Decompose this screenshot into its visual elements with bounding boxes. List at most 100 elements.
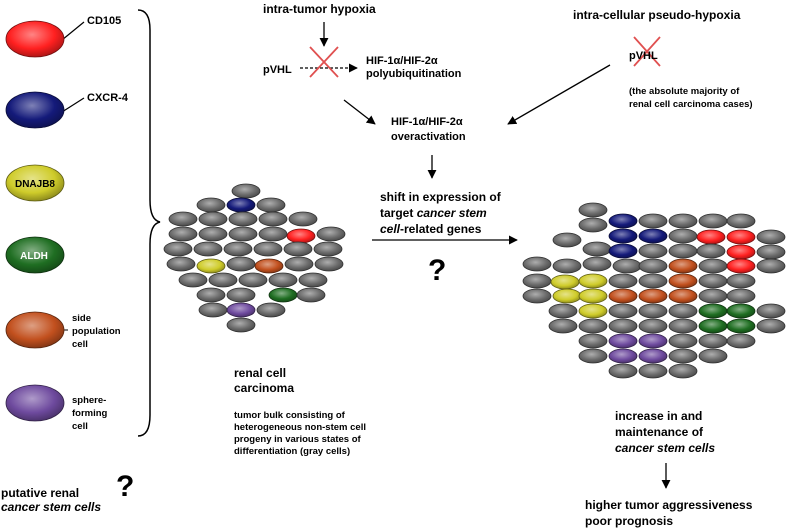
left-tumor-title-line1: renal cell: [234, 366, 287, 380]
green-stem-cell: [268, 287, 298, 303]
gray-cell: [668, 333, 698, 349]
gray-cell: [196, 197, 226, 213]
gray-cell: [168, 226, 198, 242]
right-tumor-line3: cancer stem cells: [615, 441, 716, 455]
orange-stem-cell: [608, 288, 638, 304]
legend-label-cd105: CD105: [87, 15, 122, 27]
gray-cell: [313, 241, 343, 257]
pseudo-hypoxia-label: intra-cellular pseudo-hypoxia: [573, 8, 741, 22]
gray-cell: [552, 258, 582, 274]
gray-cell: [608, 303, 638, 319]
orange-stem-cell: [668, 273, 698, 289]
gray-cell: [668, 243, 698, 259]
gray-cell: [638, 363, 668, 379]
red-stem-cell: [726, 244, 756, 260]
yellow-stem-cell: [196, 258, 226, 274]
legend-caption-line2: cancer stem cells: [1, 500, 102, 514]
purple-stem-cell: [608, 348, 638, 364]
gray-cell: [726, 213, 756, 229]
gray-cell: [756, 244, 786, 260]
left-tumor-desc-line1: tumor bulk consisting of: [234, 410, 345, 421]
shift-line3: cell-related genes: [380, 222, 481, 236]
legend-oval-cd105: [5, 20, 65, 58]
gray-cell: [231, 183, 261, 199]
polyubiquitination-line2: polyubiquitination: [366, 68, 462, 80]
green-stem-cell: [698, 318, 728, 334]
gray-cell: [582, 241, 612, 257]
leader-line-cd105: [61, 21, 85, 41]
gray-cell: [314, 256, 344, 272]
blue-stem-cell: [608, 213, 638, 229]
left-tumor-title-line2: carcinoma: [234, 381, 295, 395]
gray-cell: [198, 226, 228, 242]
yellow-stem-cell: [578, 303, 608, 319]
legend-label-cxcr4: CXCR-4: [87, 92, 128, 104]
orange-stem-cell: [254, 258, 284, 274]
blue-stem-cell: [226, 197, 256, 213]
gray-cell: [163, 241, 193, 257]
gray-cell: [578, 348, 608, 364]
blue-stem-cell: [638, 228, 668, 244]
blue-stem-cell: [608, 243, 638, 259]
green-stem-cell: [726, 318, 756, 334]
shift-line2-italic: cancer stem: [416, 206, 487, 220]
purple-stem-cell: [638, 348, 668, 364]
yellow-stem-cell: [552, 288, 582, 304]
red-stem-cell: [286, 228, 316, 244]
gray-cell: [198, 211, 228, 227]
gray-cell: [288, 211, 318, 227]
gray-cell: [178, 272, 208, 288]
gray-cell: [612, 258, 642, 274]
right-tumor-line2: maintenance of: [615, 425, 704, 439]
gray-cell: [668, 348, 698, 364]
shift-line3-suffix: -related genes: [400, 222, 482, 236]
gray-cell: [756, 318, 786, 334]
gray-cell: [696, 243, 726, 259]
shift-line2-prefix: target: [380, 206, 417, 220]
red-stem-cell: [726, 229, 756, 245]
right-tumor-line1: increase in and: [615, 409, 703, 423]
legend-oval-sphere-forming: [5, 384, 65, 422]
pvhl-left-label: pVHL: [263, 64, 292, 76]
gray-cell: [638, 213, 668, 229]
shift-line3-italic: cell: [380, 222, 401, 236]
legend-label-aldh: ALDH: [20, 251, 48, 262]
gray-cell: [226, 256, 256, 272]
orange-stem-cell: [638, 288, 668, 304]
left-tumor-desc-line3: progeny in various states of: [234, 434, 361, 445]
shift-line1: shift in expression of: [380, 190, 501, 204]
legend-brace: [137, 9, 161, 437]
majority-note-line1: (the absolute majority of: [629, 86, 740, 97]
gray-cell: [284, 256, 314, 272]
gray-cell: [168, 211, 198, 227]
outcome-line1: higher tumor aggressiveness: [585, 498, 753, 512]
gray-cell: [638, 243, 668, 259]
gray-cell: [698, 258, 728, 274]
overactivation-line2: overactivation: [391, 131, 466, 143]
legend-oval-cxcr-4: [5, 91, 65, 129]
inhibition-cross-left: [309, 46, 339, 78]
gray-cell: [268, 272, 298, 288]
gray-cell: [756, 258, 786, 274]
gray-cell: [608, 363, 638, 379]
gray-cell: [522, 256, 552, 272]
yellow-stem-cell: [550, 274, 580, 290]
gray-cell: [578, 202, 608, 218]
left-tumor-desc-line2: heterogeneous non-stem cell: [234, 422, 366, 433]
legend-oval-side: [5, 311, 65, 349]
majority-note-line2: renal cell carcinoma cases): [629, 99, 753, 110]
right-tumor-cells: [522, 202, 786, 379]
yellow-stem-cell: [578, 273, 608, 289]
legend-oval-aldh: [5, 236, 65, 274]
gray-cell: [668, 213, 698, 229]
gray-cell: [698, 273, 728, 289]
gray-cell: [638, 273, 668, 289]
gray-cell: [668, 318, 698, 334]
gray-cell: [256, 197, 286, 213]
leader-line-cxcr4: [61, 97, 85, 113]
gray-cell: [578, 333, 608, 349]
gray-cell: [548, 303, 578, 319]
orange-stem-cell: [668, 288, 698, 304]
gray-cell: [228, 211, 258, 227]
